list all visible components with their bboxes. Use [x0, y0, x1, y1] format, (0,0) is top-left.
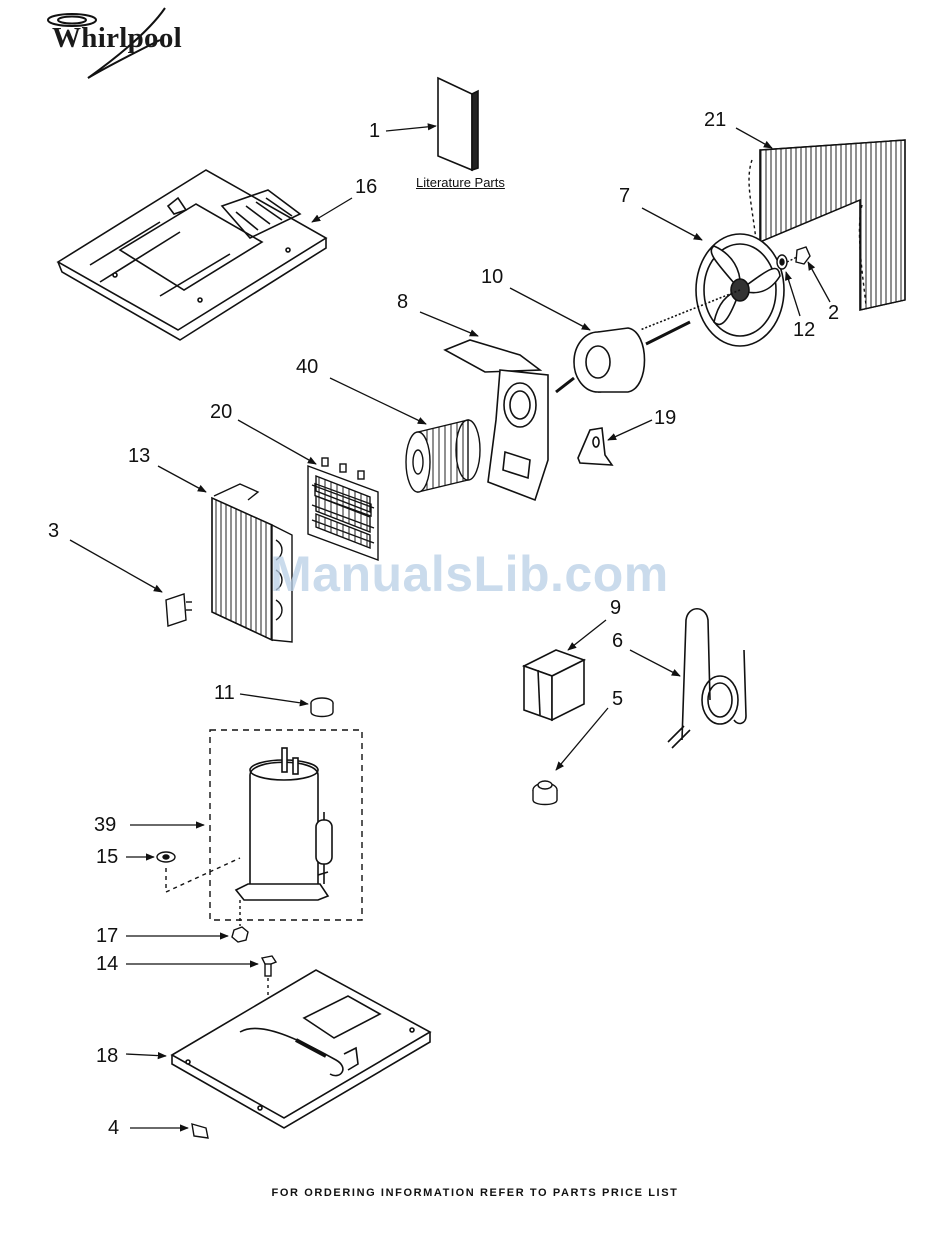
callout-21: 21 — [704, 110, 726, 130]
grommet — [533, 781, 557, 805]
blower-wheel — [406, 420, 480, 492]
callout-11: 11 — [214, 683, 235, 703]
callout-1: 1 — [369, 121, 380, 141]
callout-5: 5 — [612, 689, 623, 709]
callout-10: 10 — [481, 267, 503, 287]
mount-grommet — [157, 852, 240, 892]
callout-8: 8 — [397, 292, 408, 312]
base-clip — [192, 1124, 208, 1138]
callout-2: 2 — [828, 303, 839, 323]
small-clip — [166, 594, 192, 626]
top-cover-panel — [58, 170, 326, 340]
callout-9: 9 — [610, 598, 621, 618]
callout-15: 15 — [96, 847, 118, 867]
capacitor-box — [524, 650, 584, 720]
watermark: ManualsLib.com — [270, 545, 669, 603]
callout-16: 16 — [355, 177, 377, 197]
terminal-cover — [311, 698, 333, 717]
brand-logo-text: Whirlpool — [52, 22, 182, 55]
compressor — [236, 748, 332, 900]
callout-7: 7 — [619, 186, 630, 206]
callout-4: 4 — [108, 1118, 119, 1138]
literature-booklet — [438, 78, 478, 170]
callout-13: 13 — [128, 446, 150, 466]
callout-12: 12 — [793, 320, 815, 340]
fan-motor — [556, 322, 690, 392]
small-bracket — [578, 428, 612, 465]
callout-39: 39 — [94, 815, 116, 835]
ordering-info-footer: FOR ORDERING INFORMATION REFER TO PARTS … — [0, 1187, 950, 1199]
literature-parts-label: Literature Parts — [416, 175, 505, 190]
callout-14: 14 — [96, 954, 118, 974]
washer-and-nut — [777, 247, 810, 269]
fan-assembly — [640, 234, 784, 346]
callout-40: 40 — [296, 357, 318, 377]
capillary-tube — [668, 609, 746, 748]
callout-3: 3 — [48, 521, 59, 541]
callout-17: 17 — [96, 926, 118, 946]
callout-19: 19 — [654, 408, 676, 428]
callout-6: 6 — [612, 631, 623, 651]
callout-20: 20 — [210, 402, 232, 422]
hex-nut — [232, 900, 248, 942]
base-pan — [172, 970, 430, 1128]
callout-18: 18 — [96, 1046, 118, 1066]
